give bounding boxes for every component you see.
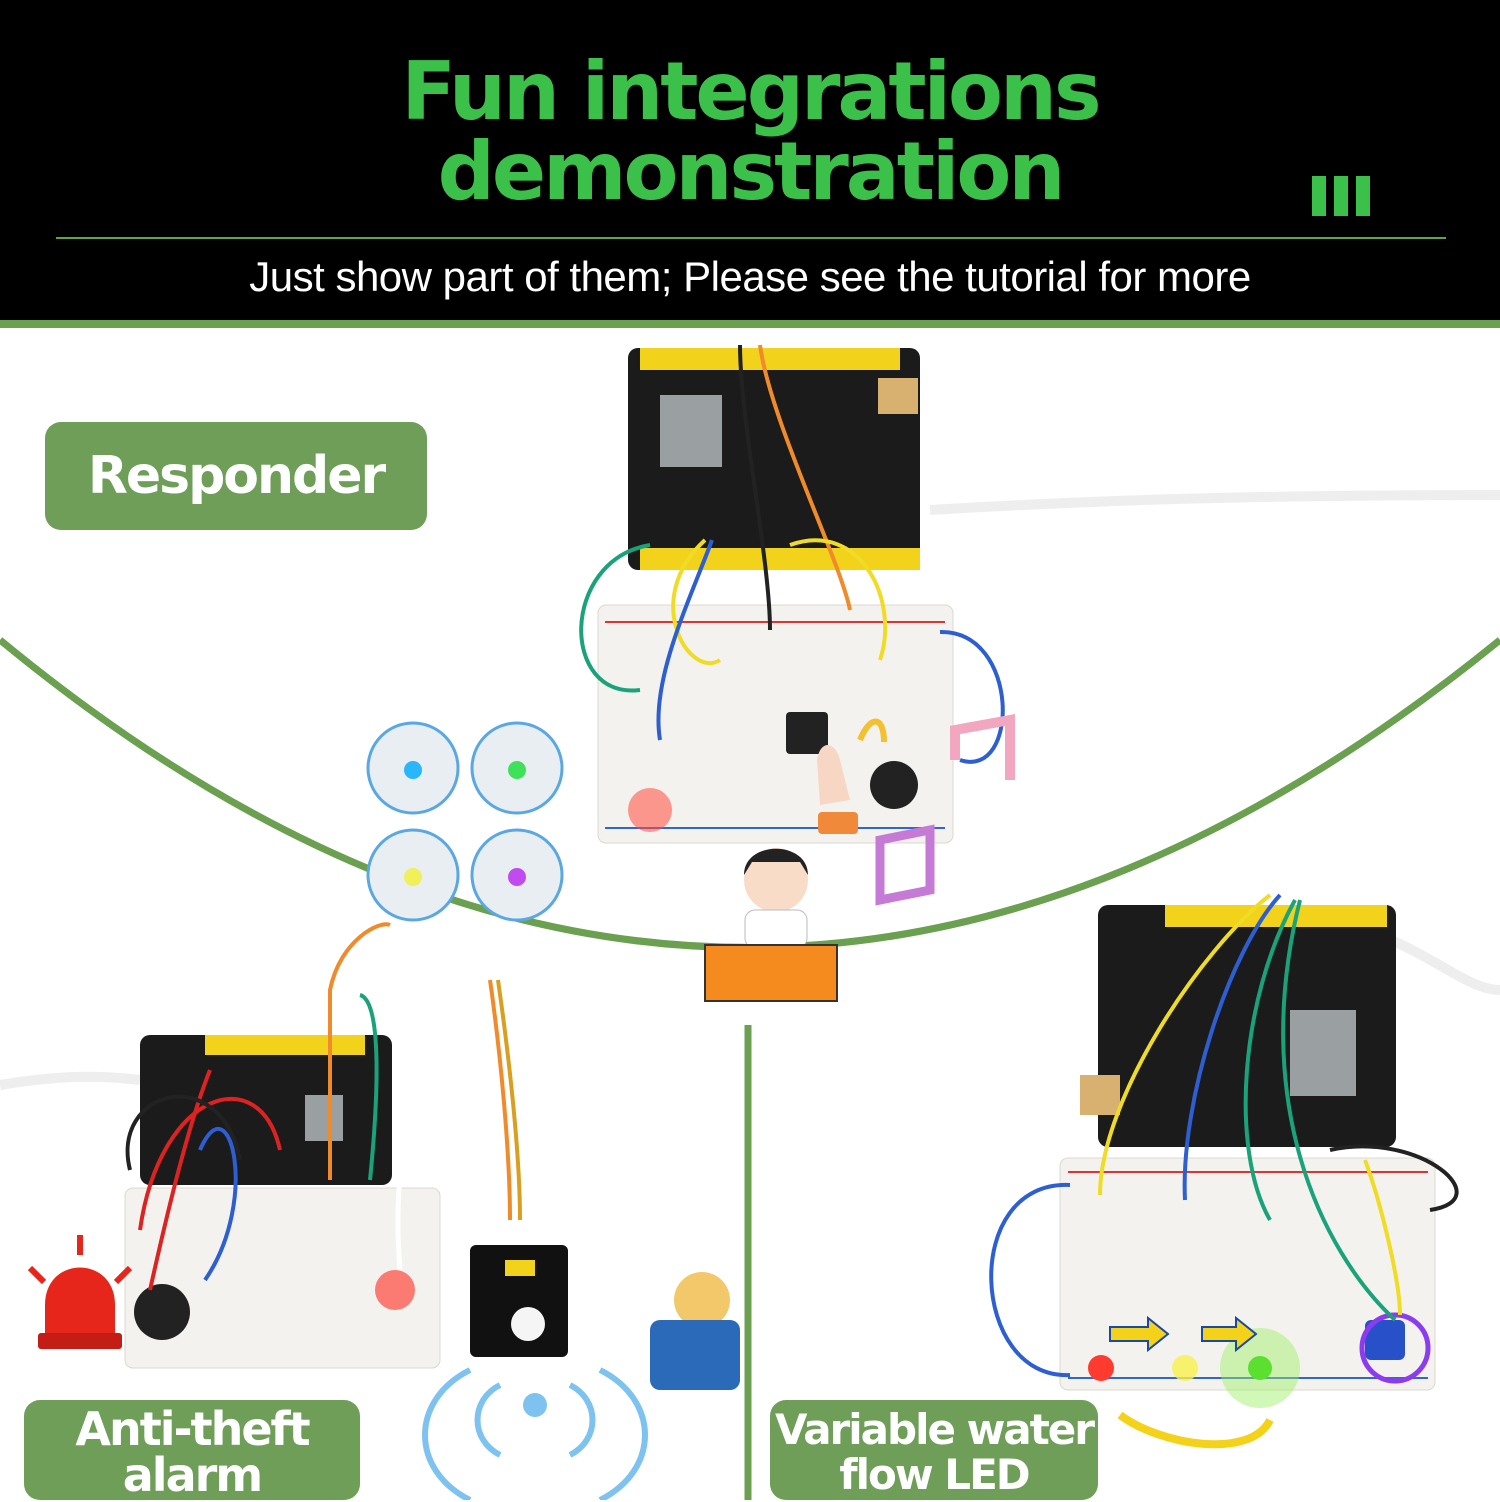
push-button [786, 712, 828, 754]
potentiometer [1365, 1320, 1405, 1360]
arrow-right-icon [1109, 1315, 1170, 1353]
usb-cable [929, 490, 1500, 515]
music-note-icon [950, 714, 1015, 780]
siren-icon [27, 1235, 133, 1349]
header-divider [56, 237, 1446, 239]
red-led-glow [375, 1270, 415, 1310]
yellow-led [1172, 1355, 1198, 1381]
header-banner: Fun integrations demonstration Just show… [0, 0, 1500, 320]
title-line-2: demonstration [437, 125, 1066, 218]
page-title: Fun integrations demonstration [0, 52, 1500, 212]
label-line-1: Anti-theft [75, 1402, 310, 1456]
music-note-icon [857, 718, 887, 743]
red-led-glow [628, 788, 672, 832]
label-line-1: Variable water [775, 1405, 1095, 1454]
controller-board [140, 1035, 392, 1185]
anti-theft-alarm-label: Anti-theft alarm [24, 1400, 360, 1500]
wifi-module [660, 395, 722, 467]
responder-label: Responder [45, 422, 427, 530]
green-band [0, 320, 1500, 328]
breadboard [597, 604, 954, 844]
music-note-icon [875, 824, 935, 906]
title-line-1: Fun integrations [401, 45, 1101, 138]
buzzer [870, 761, 918, 809]
breadboard [124, 1187, 441, 1369]
label-line-2: flow LED [839, 1450, 1030, 1499]
arrow-right-icon [1201, 1315, 1258, 1353]
demo-scene [0, 344, 1500, 1500]
water-flow-led-label: Variable water flow LED [770, 1400, 1098, 1500]
teacher-icon [704, 848, 838, 1002]
alarm-demo [0, 922, 740, 1500]
water-flow-demo [989, 893, 1500, 1449]
red-led [1088, 1355, 1114, 1381]
figure-icon [650, 1272, 740, 1390]
pointing-hand-icon [817, 745, 850, 805]
label-line-2: alarm [122, 1448, 263, 1502]
page-subtitle: Just show part of them; Please see the t… [249, 253, 1251, 300]
power-jack [878, 378, 918, 414]
responder-demo [366, 344, 1500, 1002]
wave-icon [422, 1367, 472, 1500]
rotate-icon [1359, 1312, 1431, 1384]
arrow-back-icon [1117, 1411, 1274, 1449]
buzzer [134, 1284, 190, 1340]
